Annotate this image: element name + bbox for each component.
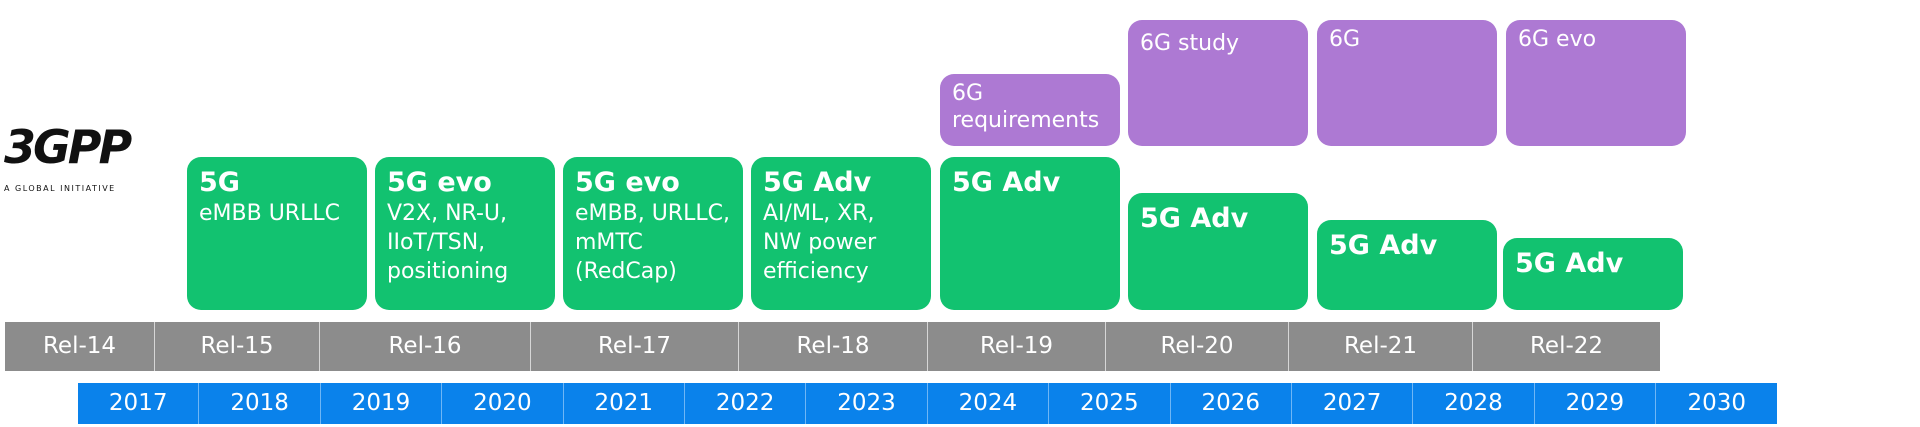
year-2026: 2026 (1170, 383, 1292, 424)
6g-evo-box: 6G evo (1506, 20, 1686, 146)
box-title: 5G Adv (1515, 248, 1624, 279)
3gpp-logo-tagline: A GLOBAL INITIATIVE (4, 184, 116, 193)
5g-adv-box-1: 5G Adv AI/ML, XR, NW power efficiency (751, 157, 931, 310)
box-title: 6G evo (1518, 27, 1597, 52)
5g-adv-box-4: 5G Adv (1317, 220, 1497, 310)
box-title: 5G Adv (952, 167, 1061, 198)
6g-requirements-box: 6G requirements (940, 74, 1120, 146)
year-2024: 2024 (927, 383, 1050, 424)
year-row: 2017 2018 2019 2020 2021 2022 2023 2024 … (78, 383, 1778, 424)
year-2025: 2025 (1049, 383, 1171, 424)
5g-evo-box-1: 5G evo V2X, NR-U, IIoT/TSN, positioning (375, 157, 555, 310)
box-title: 5G evo (387, 167, 492, 198)
6g-study-box: 6G study (1128, 20, 1308, 146)
5g-box: 5G eMBB URLLC (187, 157, 367, 310)
box-features: V2X, NR-U, IIoT/TSN, positioning (387, 201, 509, 284)
5g-adv-box-2: 5G Adv (940, 157, 1120, 310)
release-rel-19: Rel-19 (928, 322, 1106, 371)
box-title: 5G Adv (1329, 230, 1438, 261)
box-title: 6G (1329, 27, 1361, 52)
5g-adv-box-3: 5G Adv (1128, 193, 1308, 310)
year-2030: 2030 (1656, 383, 1778, 424)
release-rel-20: Rel-20 (1106, 322, 1289, 371)
release-rel-16: Rel-16 (320, 322, 531, 371)
box-features: eMBB, URLLC, mMTC (RedCap) (575, 201, 730, 284)
year-2027: 2027 (1291, 383, 1414, 424)
box-title: 5G Adv (763, 167, 872, 198)
3gpp-logo-mark: 3GPP (4, 120, 132, 174)
year-2019: 2019 (320, 383, 443, 424)
box-title: 5G Adv (1140, 203, 1249, 234)
year-2018: 2018 (199, 383, 321, 424)
box-title: 6G study (1140, 31, 1240, 56)
release-rel-21: Rel-21 (1289, 322, 1473, 371)
release-row: Rel-14 Rel-15 Rel-16 Rel-17 Rel-18 Rel-1… (5, 322, 1660, 371)
box-features: eMBB URLLC (199, 201, 340, 226)
year-2021: 2021 (563, 383, 685, 424)
year-2020: 2020 (442, 383, 564, 424)
3gpp-logo: 3GPP A GLOBAL INITIATIVE (4, 120, 132, 200)
box-title: 5G evo (575, 167, 680, 198)
5g-adv-box-5: 5G Adv (1503, 238, 1683, 310)
year-2023: 2023 (806, 383, 928, 424)
release-rel-17: Rel-17 (531, 322, 739, 371)
year-2017: 2017 (78, 383, 200, 424)
release-rel-14: Rel-14 (5, 322, 155, 371)
year-2029: 2029 (1534, 383, 1657, 424)
release-rel-15: Rel-15 (155, 322, 320, 371)
year-2022: 2022 (684, 383, 807, 424)
release-rel-22: Rel-22 (1473, 322, 1660, 371)
6g-box: 6G (1317, 20, 1497, 146)
5g-evo-box-2: 5G evo eMBB, URLLC, mMTC (RedCap) (563, 157, 743, 310)
box-title: 5G (199, 167, 240, 198)
box-features: AI/ML, XR, NW power efficiency (763, 201, 877, 284)
box-title: 6G requirements (952, 81, 1100, 133)
year-2028: 2028 (1413, 383, 1535, 424)
release-rel-18: Rel-18 (739, 322, 928, 371)
